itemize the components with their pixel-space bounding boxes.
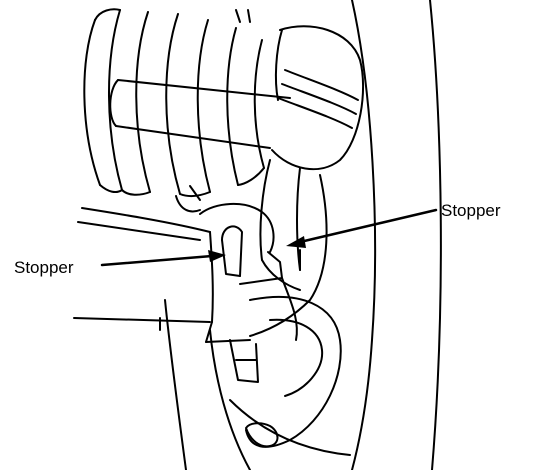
stopper-label-right: Stopper [441,201,501,220]
stopper-left-leader [100,250,226,267]
stopper-right-leader [286,208,438,248]
hub-assembly [229,296,351,456]
ball-joint-stopper [199,202,301,383]
tie-rod [109,79,291,149]
steering-knuckle [175,159,328,337]
lower-control-arm [73,207,251,343]
drive-shaft-boot [83,8,265,198]
wheel-outline [164,0,442,470]
tie-rod-end [235,9,365,171]
stopper-label-left: Stopper [14,258,74,277]
